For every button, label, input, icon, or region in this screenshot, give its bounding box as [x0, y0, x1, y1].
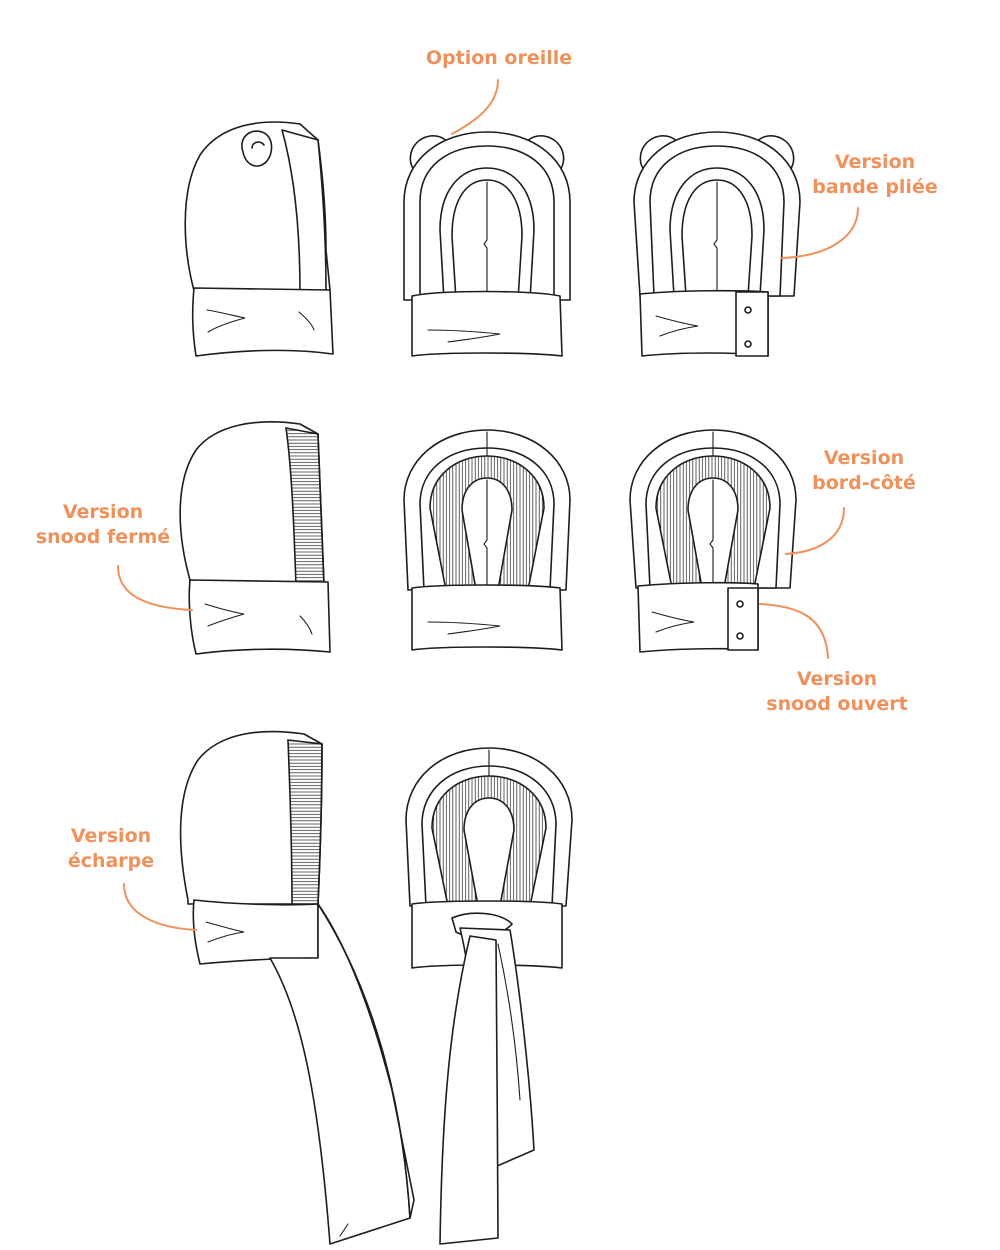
leader-snood-ferme — [117, 565, 193, 611]
label-bande-pliee-line1: Version — [834, 151, 916, 173]
label-option-oreille: Option oreille — [404, 46, 594, 71]
hood-front-scarf — [405, 747, 573, 1245]
leader-option-oreille — [451, 79, 499, 135]
ear-icon — [241, 130, 273, 167]
leader-lines — [117, 79, 859, 931]
leader-bande-pliee — [781, 207, 859, 259]
leader-snood-ouvert — [759, 603, 829, 659]
label-snood-ouvert-line1: Version — [796, 668, 878, 690]
label-bord-cote: Version bord-côté — [782, 446, 946, 496]
leader-bord-cote — [785, 507, 845, 555]
hood-side-ribbed — [179, 421, 331, 655]
label-bande-pliee: Version bande pliée — [790, 150, 960, 200]
label-bord-cote-line2: bord-côté — [812, 472, 916, 494]
label-bande-pliee-line2: bande pliée — [812, 176, 938, 198]
label-snood-ouvert-line2: snood ouvert — [766, 693, 908, 715]
hood-front-ribbed-snaps — [629, 429, 797, 653]
leader-echarpe — [123, 883, 197, 931]
hood-front-ribbed — [403, 429, 571, 651]
hood-front-ears — [403, 131, 571, 357]
label-bord-cote-line1: Version — [823, 447, 905, 469]
label-option-oreille-text: Option oreille — [425, 47, 573, 69]
hood-side-folded-band — [184, 121, 334, 357]
hood-side-scarf — [179, 730, 415, 1245]
hood-front-ears-snaps — [633, 131, 801, 357]
label-echarpe-line1: Version — [70, 825, 152, 847]
label-snood-ferme-line2: snood fermé — [35, 526, 171, 548]
label-echarpe-line2: écharpe — [67, 850, 155, 872]
label-snood-ferme-line1: Version — [62, 501, 144, 523]
label-echarpe: Version écharpe — [46, 824, 176, 874]
label-snood-ferme: Version snood fermé — [16, 500, 190, 550]
label-snood-ouvert: Version snood ouvert — [752, 667, 922, 717]
